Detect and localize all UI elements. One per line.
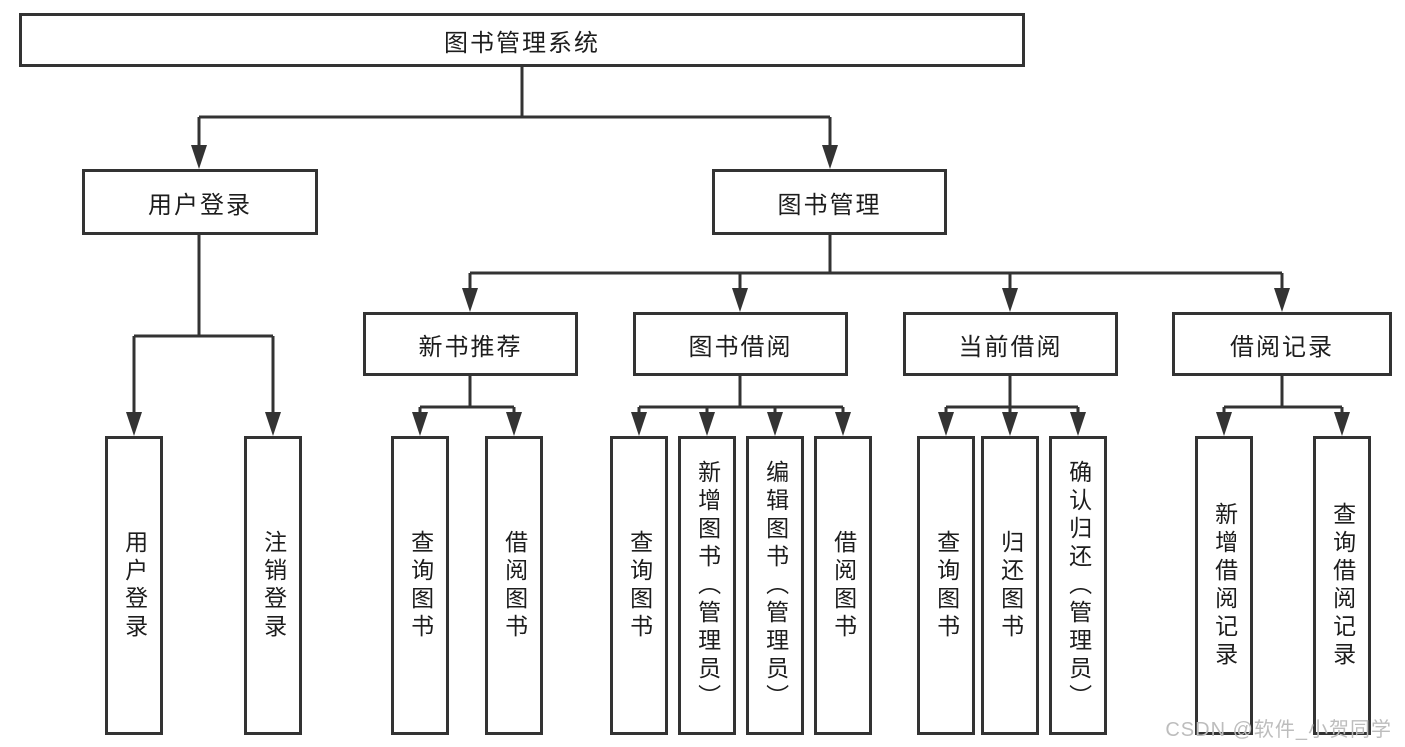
leaf-edit-book-admin-label: 编辑图书（管理员） (762, 459, 789, 712)
leaf-query-books-current-label: 查询图书 (933, 529, 960, 642)
connector-arrowheads (126, 145, 1350, 436)
leaf-borrow-books-recommend-label: 借阅图书 (501, 529, 528, 642)
leaf-logout-label: 注销登录 (260, 529, 287, 642)
leaf-add-book-admin: 新增图书（管理员） (678, 436, 736, 735)
leaf-confirm-return-admin-label: 确认归还（管理员） (1065, 459, 1092, 712)
leaf-add-borrow-record-label: 新增借阅记录 (1211, 501, 1238, 670)
leaf-query-books-borrowing-label: 查询图书 (626, 529, 653, 642)
node-user-login: 用户登录 (82, 169, 318, 235)
leaf-query-books-borrowing: 查询图书 (610, 436, 668, 735)
node-new-book-recommendation: 新书推荐 (363, 312, 578, 376)
node-current-borrowing: 当前借阅 (903, 312, 1118, 376)
leaf-query-books-current: 查询图书 (917, 436, 975, 735)
leaf-add-borrow-record: 新增借阅记录 (1195, 436, 1253, 735)
leaf-user-login: 用户登录 (105, 436, 163, 735)
leaf-query-borrow-record: 查询借阅记录 (1313, 436, 1371, 735)
node-book-borrowing: 图书借阅 (633, 312, 848, 376)
leaf-query-books-recommend-label: 查询图书 (407, 529, 434, 642)
leaf-borrow-books-borrowing: 借阅图书 (814, 436, 872, 735)
leaf-borrow-books-recommend: 借阅图书 (485, 436, 543, 735)
leaf-return-books: 归还图书 (981, 436, 1039, 735)
node-borrowing-records: 借阅记录 (1172, 312, 1392, 376)
leaf-borrow-books-borrowing-label: 借阅图书 (830, 529, 857, 642)
leaf-return-books-label: 归还图书 (997, 529, 1024, 642)
leaf-query-borrow-record-label: 查询借阅记录 (1329, 501, 1356, 670)
node-book-management: 图书管理 (712, 169, 947, 235)
csdn-watermark: CSDN @软件_小贺同学 (1165, 719, 1392, 741)
node-library-management-system: 图书管理系统 (19, 13, 1025, 67)
leaf-confirm-return-admin: 确认归还（管理员） (1049, 436, 1107, 735)
leaf-edit-book-admin: 编辑图书（管理员） (746, 436, 804, 735)
leaf-user-login-label: 用户登录 (121, 529, 148, 642)
leaf-query-books-recommend: 查询图书 (391, 436, 449, 735)
leaf-logout: 注销登录 (244, 436, 302, 735)
leaf-add-book-admin-label: 新增图书（管理员） (694, 459, 721, 712)
